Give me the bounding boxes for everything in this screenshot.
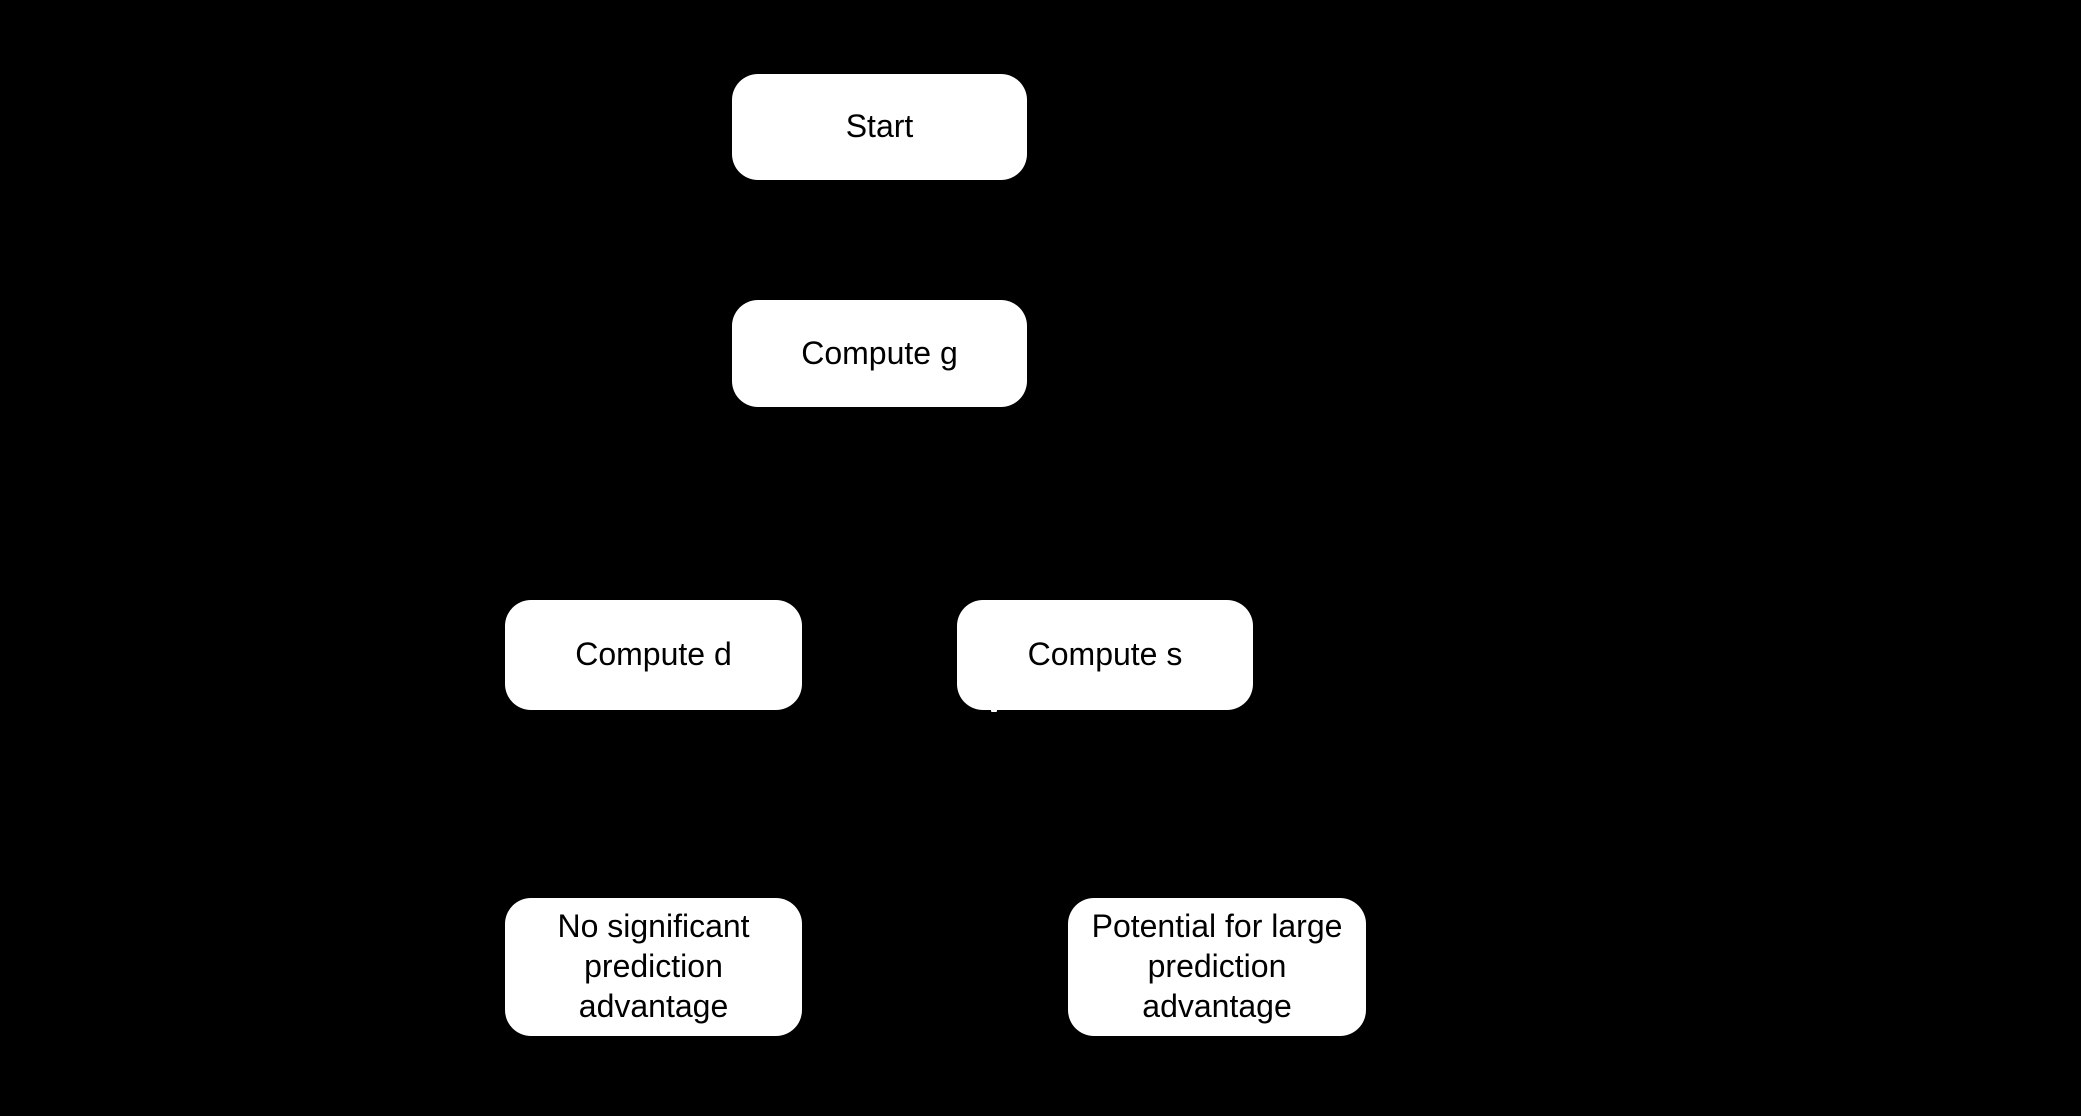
node-start-label: Start — [845, 108, 914, 145]
node-compute-s-label: Compute s — [1027, 636, 1183, 673]
edge-compute-g-to-compute-s — [877, 407, 1112, 600]
edge-compute-s-to-large-advantage — [1103, 710, 1224, 898]
node-compute-d-label: Compute d — [575, 636, 732, 673]
node-no-significant-prediction-advantage[interactable]: No significant prediction advantage — [505, 898, 802, 1036]
edge-tip-artifact — [991, 705, 997, 712]
node-compute-g-label: Compute g — [801, 334, 958, 371]
node-compute-d[interactable]: Compute d — [505, 600, 802, 710]
node-potential-for-large-prediction-advantage[interactable]: Potential for large prediction advantage — [1068, 898, 1366, 1036]
node-compute-s[interactable]: Compute s — [957, 600, 1253, 710]
node-start[interactable]: Start — [732, 74, 1027, 180]
edge-start-to-compute-g — [872, 180, 886, 300]
edge-compute-d-to-no-advantage — [646, 710, 660, 898]
node-compute-g[interactable]: Compute g — [732, 300, 1027, 407]
node-potential-for-large-prediction-advantage-label: Potential for large prediction advantage — [1091, 908, 1343, 1024]
node-no-significant-prediction-advantage-label: No significant prediction advantage — [557, 908, 750, 1024]
edge-compute-g-to-compute-d — [646, 407, 881, 600]
